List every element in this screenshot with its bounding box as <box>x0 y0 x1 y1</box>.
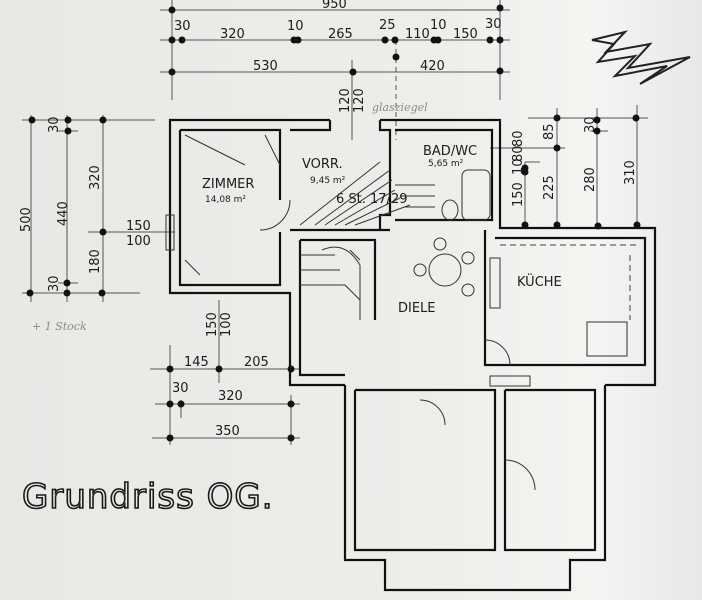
stairs-label: 6 St. 17/29 <box>336 192 407 207</box>
dim-glass-2: 120 <box>352 88 367 113</box>
dim-right-80b: 80 <box>511 145 526 162</box>
room-vorraum-area: 9,45 m² <box>310 176 346 186</box>
dim-right-30: 30 <box>583 116 598 133</box>
dim-left-440: 440 <box>56 201 71 226</box>
dim-top-7: 150 <box>453 27 478 42</box>
dim-lower-145: 145 <box>184 355 209 370</box>
kitchen-table <box>586 321 628 357</box>
top-dimensions: 950 30 320 10 265 25 110 10 150 30 530 4… <box>160 0 510 140</box>
dim-top-3: 265 <box>328 27 353 42</box>
dim-left-30a: 30 <box>47 116 62 133</box>
lower-dimensions: 150 100 145 205 30 320 350 <box>150 300 300 445</box>
dim-right-80a: 80 <box>511 130 526 147</box>
dim-lower-100: 100 <box>219 312 234 337</box>
dim-left-100: 100 <box>126 234 151 249</box>
dim-top-4: 25 <box>379 18 396 33</box>
room-kueche-name: KÜCHE <box>517 273 562 290</box>
right-dimensions: 80 80 10 150 85 225 30 280 310 <box>490 105 648 230</box>
dim-lower-350: 350 <box>215 424 240 439</box>
dim-top-1: 320 <box>220 27 245 42</box>
room-bad-area: 5,65 m² <box>428 159 464 169</box>
plan-title: Grundriss OG. <box>22 477 274 517</box>
dim-left-500: 500 <box>19 207 34 232</box>
dim-right-280: 280 <box>583 167 598 192</box>
dim-lower-205: 205 <box>244 355 269 370</box>
dim-left-30b: 30 <box>47 275 62 292</box>
room-labels: ZIMMER 14,08 m² VORR. 9,45 m² 6 St. 17/2… <box>202 144 562 316</box>
room-diele-name: DIELE <box>398 301 436 316</box>
dim-top-5: 110 <box>405 27 430 42</box>
dim-right-310: 310 <box>623 160 638 185</box>
dim-glass-1: 120 <box>338 88 353 113</box>
bathtub <box>461 169 491 221</box>
left-dimensions: 500 30 440 30 320 180 150 100 + 1 Stock <box>19 115 175 333</box>
room-zimmer-area: 14,08 m² <box>205 195 246 205</box>
dim-lower-30: 30 <box>172 381 189 396</box>
dim-right-150: 150 <box>511 182 526 207</box>
dim-top-530: 530 <box>253 59 278 74</box>
toilet <box>441 199 459 221</box>
glass-block-note: glasziegel <box>372 101 428 114</box>
staircase <box>299 161 435 320</box>
dim-top-total: 950 <box>322 0 347 12</box>
dim-top-420: 420 <box>420 59 445 74</box>
dim-top-8: 30 <box>485 17 502 32</box>
radiator <box>489 375 531 387</box>
dim-right-225: 225 <box>542 175 557 200</box>
window-zimmer <box>165 214 175 251</box>
dim-left-320: 320 <box>88 165 103 190</box>
dim-top-6: 10 <box>430 18 447 33</box>
dim-top-2: 10 <box>287 19 304 34</box>
dim-top-0: 30 <box>174 19 191 34</box>
dim-left-150: 150 <box>126 219 151 234</box>
dim-left-180: 180 <box>88 249 103 274</box>
dining-table <box>428 253 462 287</box>
room-bad-name: BAD/WC <box>423 144 477 159</box>
dim-lower-150: 150 <box>205 312 220 337</box>
dim-right-10: 10 <box>511 158 526 175</box>
room-zimmer-name: ZIMMER <box>202 177 254 192</box>
dim-lower-320: 320 <box>218 389 243 404</box>
zigzag-symbol-icon <box>591 30 691 85</box>
room-vorraum-name: VORR. <box>302 157 343 172</box>
dim-right-85: 85 <box>542 123 557 140</box>
floor-note: + 1 Stock <box>32 320 87 333</box>
building-walls <box>165 118 657 592</box>
